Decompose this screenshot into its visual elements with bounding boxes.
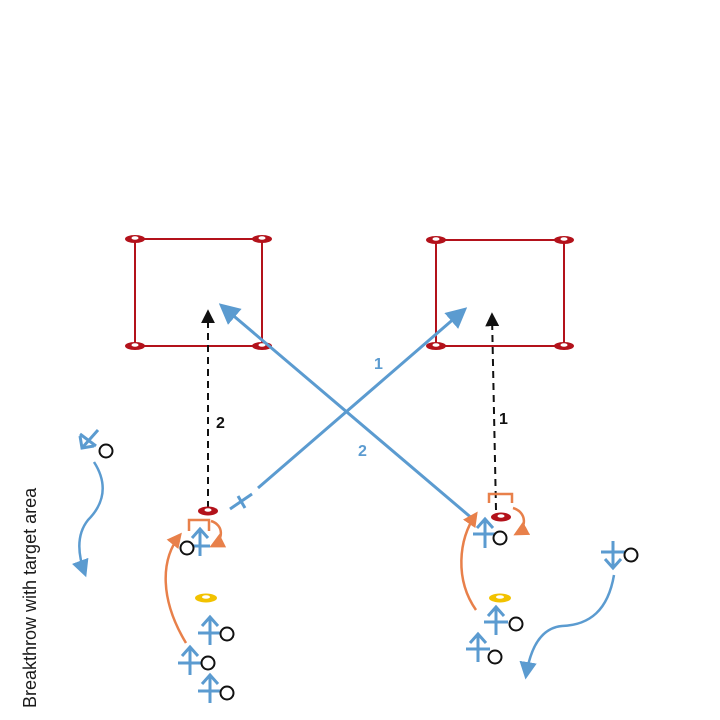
- run-label-left: 2: [216, 415, 225, 432]
- flag-marker-icon: [187, 518, 211, 531]
- player-arrow-icon: [78, 429, 100, 450]
- player-circle-icon: [98, 443, 114, 459]
- target-square-right: [426, 236, 574, 350]
- player-arrow-icon: [178, 644, 202, 675]
- disc-marker-icon: [491, 512, 511, 522]
- disc-marker-icon: [198, 506, 218, 516]
- player-arrow-icon: [601, 541, 625, 571]
- player-circle-icon: [219, 685, 235, 701]
- run-line-right: [485, 312, 500, 511]
- pass-label-1: 1: [374, 356, 383, 373]
- cone-icon: [125, 235, 145, 243]
- target-square-left: [125, 235, 272, 350]
- defender-run-curve-left: [71, 461, 104, 578]
- player-circle-icon: [623, 547, 639, 563]
- pass-label-2: 2: [358, 443, 367, 460]
- player-circle-icon: [492, 530, 508, 546]
- cone-icon: [489, 593, 511, 603]
- cone-icon: [426, 236, 446, 244]
- player-circle-icon: [508, 616, 524, 632]
- player-arrow-icon: [466, 631, 490, 662]
- cone-icon: [554, 236, 574, 244]
- player-run-curve: [164, 519, 227, 644]
- player-arrow-icon: [198, 614, 221, 645]
- player-circle-icon: [200, 655, 216, 671]
- player-circle-icon: [219, 626, 235, 642]
- cone-icon: [252, 235, 272, 243]
- player-arrow-icon: [473, 516, 497, 548]
- player-run-curve: [460, 506, 531, 611]
- cone-icon: [195, 593, 217, 603]
- player-arrow-icon: [229, 492, 253, 511]
- run-label-right: 1: [499, 411, 508, 428]
- player-arrow-icon: [198, 672, 222, 703]
- cone-icon: [554, 342, 574, 350]
- pass-line-1: [257, 307, 468, 490]
- cone-icon: [426, 342, 446, 350]
- player-circle-icon: [179, 540, 195, 556]
- player-circle-icon: [487, 649, 503, 665]
- flag-marker-icon: [487, 492, 514, 503]
- player-arrow-icon: [484, 604, 508, 635]
- defender-run-curve-right: [519, 574, 616, 680]
- cone-icon: [125, 342, 145, 350]
- pass-line-2: [218, 303, 475, 522]
